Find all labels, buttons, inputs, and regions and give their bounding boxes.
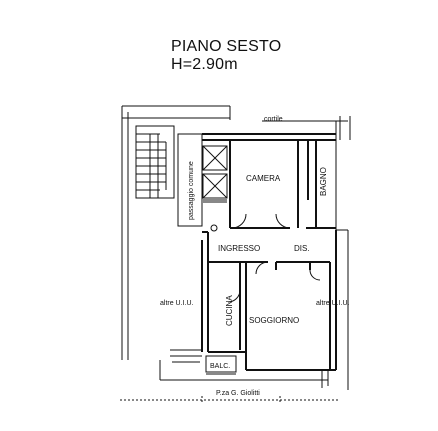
height-note: H=2.90m [171, 56, 238, 73]
door-swings [227, 213, 321, 303]
apartment-walls [201, 133, 337, 371]
balcony-outline [170, 349, 237, 375]
floor-title: PIANO SESTO [171, 38, 282, 55]
site-boundary-lines [121, 105, 351, 390]
other-units-right-label: altre U.I.U. [316, 300, 350, 307]
bathroom-label: BAGNO [319, 167, 328, 196]
stairwell [135, 125, 175, 199]
courtyard-label: cortile [264, 116, 283, 123]
other-units-left-label: altre U.I.U. [160, 300, 194, 307]
common-passage-label: passaggio comune [188, 161, 195, 220]
common-passage-block [177, 133, 228, 232]
entrance-label: INGRESSO [218, 244, 260, 253]
balcony-label: BALC. [210, 363, 230, 370]
square-label: P.za G. Giolitti [216, 390, 260, 397]
kitchen-label: CUCINA [225, 295, 234, 326]
hallway-label: DIS. [294, 244, 310, 253]
living-room-label: SOGGIORNO [249, 316, 299, 325]
bedroom-label: CAMERA [246, 174, 281, 183]
section-marks [120, 396, 340, 404]
